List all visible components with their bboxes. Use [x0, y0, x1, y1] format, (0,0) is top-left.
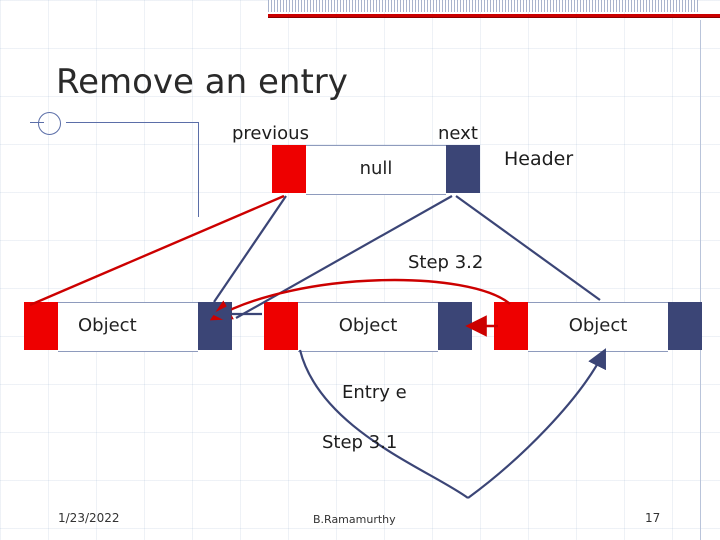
- title-underline: [66, 122, 198, 123]
- header-red-rule-shadow: [268, 17, 720, 18]
- label-entry-e: Entry e: [342, 382, 407, 403]
- object-node-1: Object: [24, 302, 232, 352]
- title-vertical-rule: [198, 122, 199, 217]
- footer-date: 1/23/2022: [58, 511, 120, 525]
- object-node-3: Object: [494, 302, 702, 352]
- header-node-blue-cell: [446, 145, 480, 193]
- label-previous: previous: [232, 123, 309, 144]
- object-node-3-body: [528, 302, 668, 352]
- object-node-1-body: [58, 302, 198, 352]
- object-node-2-label: Object: [338, 315, 398, 336]
- header-node-red-cell: [272, 145, 306, 193]
- object-node-1-red-cell: [24, 302, 58, 350]
- header-red-rule: [268, 14, 720, 17]
- label-next: next: [438, 123, 478, 144]
- label-step-3-1: Step 3.1: [322, 432, 398, 453]
- footer-author: B.Ramamurthy: [313, 513, 396, 526]
- header-node-label: null: [359, 158, 393, 179]
- header-node-body: [306, 145, 446, 195]
- object-node-3-label: Object: [568, 315, 628, 336]
- title-tick-decoration: [30, 122, 44, 123]
- object-node-3-blue-cell: [668, 302, 702, 350]
- object-node-1-label: Object: [78, 315, 137, 336]
- object-node-2: Object: [264, 302, 472, 352]
- title-circle-decoration: [38, 112, 61, 135]
- footer-page-number: 17: [645, 511, 661, 525]
- header-hatch-decoration: [268, 0, 698, 12]
- label-step-3-2: Step 3.2: [408, 252, 484, 273]
- header-node: null: [272, 145, 480, 195]
- label-header: Header: [504, 148, 574, 170]
- page-title: Remove an entry: [56, 62, 348, 102]
- right-vertical-rule: [700, 20, 701, 540]
